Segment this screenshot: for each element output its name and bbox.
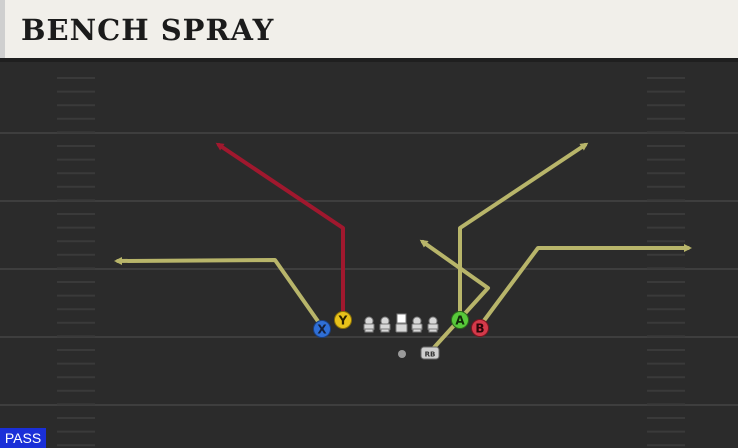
receiver-b-label: B [475,322,484,336]
a-button-icon [451,311,469,329]
rb-label: RB [425,351,436,359]
play-title: BENCH SPRAY [21,13,275,47]
route-a-post [458,142,589,320]
routes [114,142,692,354]
lineman-rg [411,316,423,333]
lineman-rt [427,316,439,333]
receiver-a[interactable]: A [451,311,469,329]
quarterback [398,350,406,358]
b-button-icon [471,319,489,337]
route-x-in [114,256,324,329]
running-back[interactable]: RB [420,346,440,360]
yard-lines [0,132,738,406]
receiver-a-label: A [455,314,465,328]
offensive-line [363,313,439,333]
x-button-icon [313,320,331,338]
lineman-lt [363,316,375,333]
play-title-bar: BENCH SPRAY [0,0,738,58]
receiver-y-label: Y [338,314,348,328]
football-field [0,62,738,448]
center [395,313,408,333]
receiver-y[interactable]: Y [334,311,352,329]
play-type-badge: PASS [0,428,46,448]
receiver-b[interactable]: B [471,319,489,337]
hash-marks [57,77,685,447]
receiver-x-label: X [317,323,327,337]
route-rb-wheel [419,239,490,354]
y-button-icon [334,311,352,329]
receiver-x[interactable]: X [313,320,331,338]
route-y-corner [215,142,345,320]
route-b-out [478,244,692,328]
lineman-lg [379,316,391,333]
